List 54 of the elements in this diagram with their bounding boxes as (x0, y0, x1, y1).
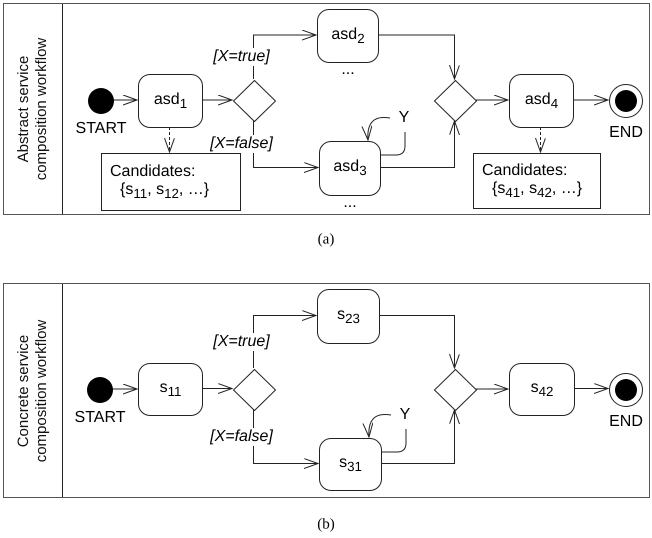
lane-heading: Concrete service composition workflow (15, 318, 51, 464)
initial-node (87, 377, 113, 403)
activity-box: s$_{42}$ (509, 363, 575, 416)
guard-label: [X=true] (212, 48, 271, 66)
flow-arrow (378, 34, 460, 80)
flow-arrow (476, 94, 508, 106)
activity-box: asd$_{2}$ (317, 9, 379, 63)
figure-caption: (a) (318, 232, 334, 248)
guard-label: [X=true] (212, 332, 271, 351)
final-node (609, 84, 643, 118)
flow-arrow (380, 120, 460, 168)
activity-box: s$_{31}$ (319, 438, 382, 491)
flow-arrow (202, 94, 232, 106)
guard-label: [X=false] (209, 428, 274, 446)
decision-diamond (233, 369, 276, 411)
note-text: Candidates: (110, 162, 196, 181)
note-box (473, 153, 601, 209)
swimlane-panel (3, 3, 650, 215)
flow-arrow (362, 117, 406, 156)
flow-arrow (202, 383, 232, 394)
figure-caption: (b) (317, 516, 335, 534)
note-text: {s$_{11}$, s$_{12}$, …} (119, 180, 210, 202)
note-text: {s$_{41}$, s$_{42}$, …} (491, 180, 584, 200)
final-node (609, 373, 643, 407)
activity-box: s$_{11}$ (138, 363, 203, 416)
flow-arrow (378, 315, 460, 368)
flow-arrow (476, 384, 508, 394)
flow-arrow (112, 384, 138, 394)
state-label: END (609, 124, 643, 142)
flow-arrow (380, 410, 460, 464)
activity-box: asd$_{4}$ (509, 74, 574, 128)
note-text: Candidates: (482, 162, 568, 180)
state-label: START (74, 409, 126, 427)
activity-box: asd$_{3}$ (319, 141, 381, 196)
flow-arrow (574, 383, 608, 394)
ellipsis-text: ... (343, 194, 357, 212)
flow-arrow (572, 94, 608, 106)
swimlane-panel (3, 283, 650, 498)
flow-arrow (535, 126, 546, 152)
note-box (101, 153, 241, 211)
flow-arrow (112, 94, 138, 106)
lane-heading: Abstract service composition workflow (15, 36, 51, 182)
decision-diamond (434, 80, 477, 122)
flow-arrow (164, 126, 175, 152)
flow-arrow (362, 414, 406, 452)
initial-node (88, 88, 114, 114)
ellipsis-text: ... (341, 61, 355, 79)
decision-diamond (434, 369, 477, 411)
state-label: END (609, 413, 643, 431)
activity-box: s$_{23}$ (317, 289, 380, 344)
guard-label: [X=false] (209, 135, 274, 154)
activity-box: asd$_{1}$ (138, 74, 203, 128)
decision-diamond (233, 80, 276, 122)
state-label: START (76, 120, 126, 138)
